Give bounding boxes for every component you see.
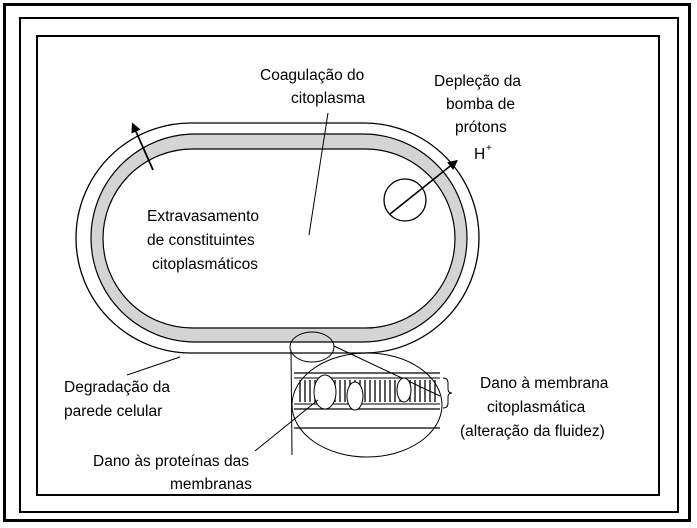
proteins-pointer	[254, 399, 319, 452]
middle-frame	[19, 17, 679, 513]
membrane-label-line1: Dano à membrana	[480, 375, 609, 392]
cellwall-pointer	[126, 356, 181, 376]
cytoplasm	[102, 148, 456, 329]
proton-arrow	[389, 159, 458, 215]
depletion-label-line3: prótons	[455, 119, 507, 136]
zoom-line-left	[290, 349, 293, 456]
outer-frame	[3, 3, 691, 522]
magnification-ellipse	[291, 352, 443, 458]
membrane-protein-3	[396, 377, 412, 403]
membrane-detail	[294, 372, 453, 429]
proteins-label-line1: Dano às proteínas das	[93, 453, 249, 470]
membrane-protein-1	[313, 374, 337, 410]
leakage-label-line2: de constituintes	[147, 232, 255, 249]
membrane-brace	[442, 377, 453, 409]
coagulation-label-line2: citoplasma	[291, 90, 365, 107]
leakage-label-line3: citoplasmáticos	[152, 256, 258, 273]
proteins-label-line2: membranas	[170, 476, 252, 493]
cellwall-label-line1: Degradação da	[64, 379, 170, 396]
proton-pump-circle	[383, 178, 427, 222]
depletion-label-line1: Depleção da	[434, 73, 521, 90]
proton-charge-label: +	[486, 143, 492, 154]
proton-label: H	[474, 146, 485, 163]
coagulation-pointer	[308, 112, 329, 236]
cellwall-label-line2: parede celular	[64, 403, 162, 420]
zoom-region-ellipse	[289, 331, 335, 363]
depletion-label-line2: bomba de	[446, 96, 515, 113]
membrane-label-line2: citoplasmática	[487, 399, 586, 416]
leakage-label-line1: Extravasamento	[147, 208, 259, 225]
membrane-label-line3: (alteração da fluidez)	[460, 423, 605, 440]
membrane-protein-2	[346, 381, 364, 411]
coagulation-label-line1: Coagulação do	[260, 67, 364, 84]
inner-frame	[36, 35, 660, 496]
leakage-arrow	[131, 122, 154, 171]
